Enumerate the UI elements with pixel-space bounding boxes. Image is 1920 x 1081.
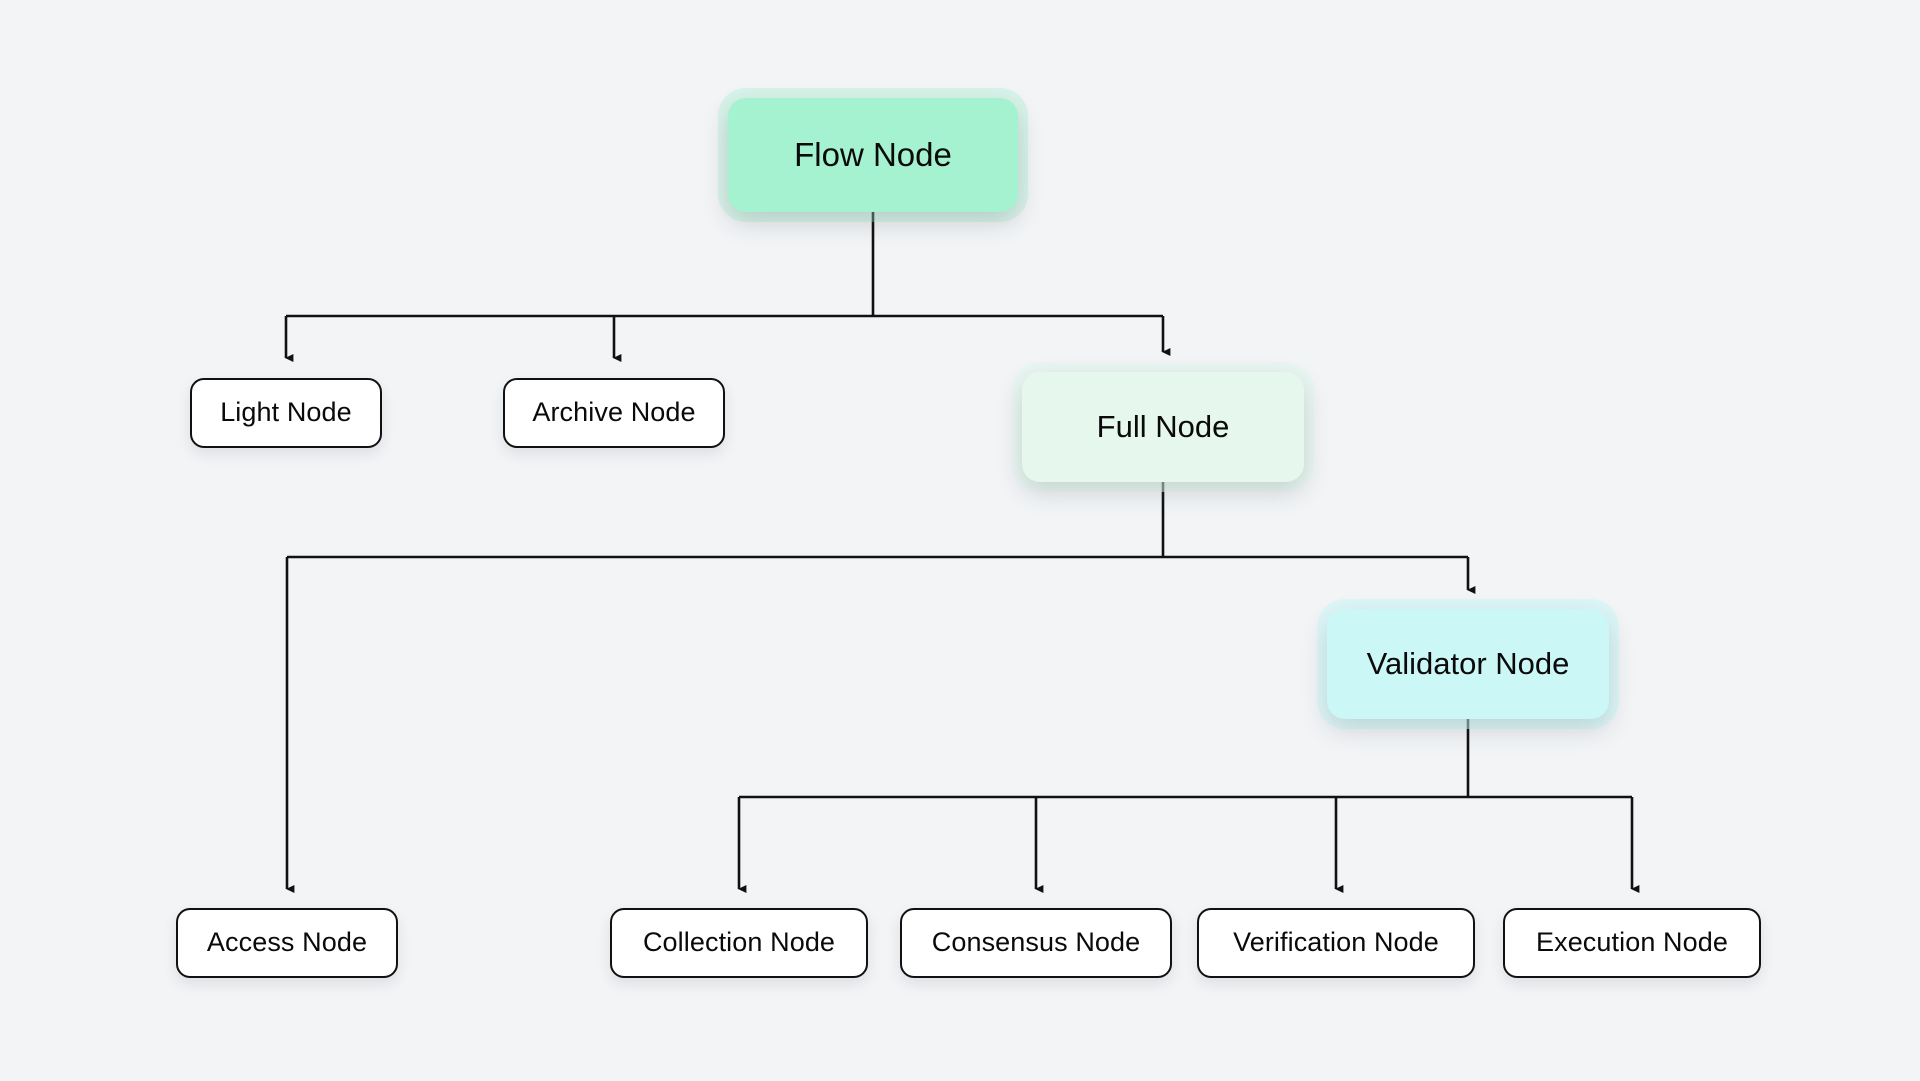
node-full-node-label: Full Node xyxy=(1096,408,1230,444)
node-consensus-node[interactable]: Consensus Node xyxy=(900,908,1172,978)
node-collection-node[interactable]: Collection Node xyxy=(610,908,868,978)
node-verification-node-label: Verification Node xyxy=(1233,927,1439,958)
node-archive-node[interactable]: Archive Node xyxy=(503,378,725,448)
node-access-node[interactable]: Access Node xyxy=(176,908,398,978)
node-validator-node[interactable]: Validator Node xyxy=(1327,609,1609,719)
node-execution-node-label: Execution Node xyxy=(1535,927,1729,958)
node-archive-node-label: Archive Node xyxy=(532,397,696,428)
node-flow-node-label: Flow Node xyxy=(794,135,952,173)
node-consensus-node-label: Consensus Node xyxy=(931,927,1141,958)
node-light-node[interactable]: Light Node xyxy=(190,378,382,448)
node-full-node[interactable]: Full Node xyxy=(1022,372,1304,482)
node-access-node-label: Access Node xyxy=(206,927,368,958)
node-collection-node-label: Collection Node xyxy=(642,927,836,958)
node-flow-node[interactable]: Flow Node xyxy=(728,98,1018,212)
node-execution-node[interactable]: Execution Node xyxy=(1503,908,1761,978)
node-validator-node-label: Validator Node xyxy=(1366,645,1570,681)
node-verification-node[interactable]: Verification Node xyxy=(1197,908,1475,978)
node-light-node-label: Light Node xyxy=(220,397,352,428)
